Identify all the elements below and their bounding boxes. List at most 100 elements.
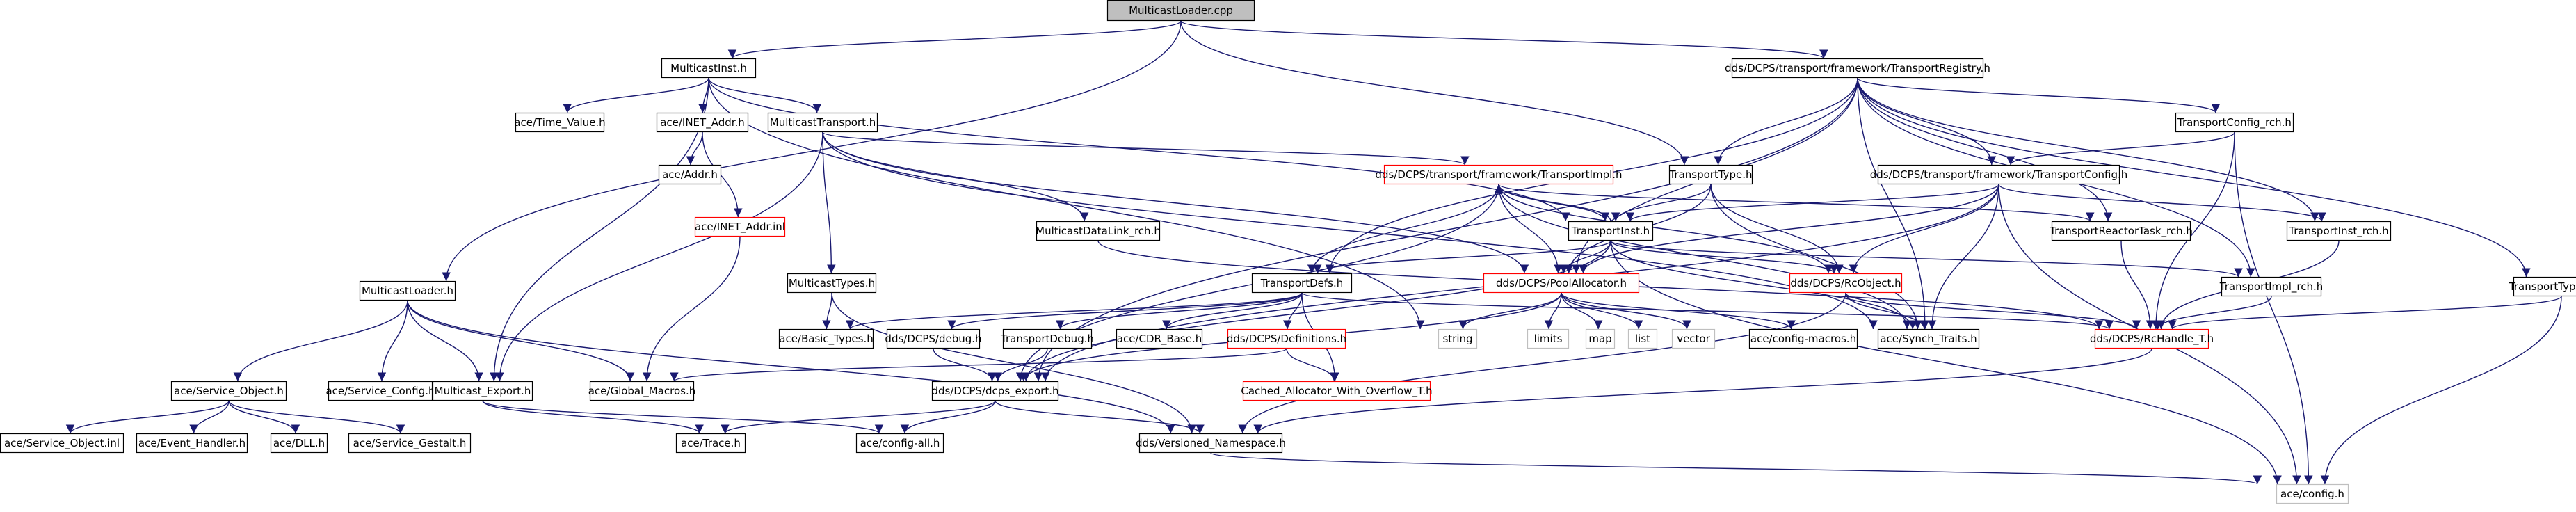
node-timev[interactable]: ace/Time_Value.h bbox=[514, 112, 606, 133]
edge-tinst-tdefs bbox=[1313, 240, 1611, 274]
edge-minst-timev bbox=[563, 77, 709, 113]
node-vector[interactable]: vector bbox=[1671, 328, 1716, 349]
node-synch[interactable]: ace/Synch_Traits.h bbox=[1877, 328, 1980, 349]
edge-mtransport-mexport bbox=[495, 131, 823, 382]
edge-minst-string bbox=[708, 77, 1425, 330]
node-limits[interactable]: limits bbox=[1527, 328, 1570, 349]
node-reactor[interactable]: TransportReactorTask_rch.h bbox=[2049, 221, 2193, 241]
node-map[interactable]: map bbox=[1585, 328, 1616, 349]
node-gestalt[interactable]: ace/Service_Gestalt.h bbox=[348, 433, 472, 454]
node-list[interactable]: list bbox=[1627, 328, 1658, 349]
node-pool[interactable]: dds/DCPS/PoolAllocator.h bbox=[1483, 273, 1640, 294]
node-box bbox=[2051, 221, 2191, 241]
node-svcobj[interactable]: ace/Service_Object.h bbox=[170, 381, 287, 401]
node-timplrch[interactable]: TransportImpl_rch.h bbox=[2219, 276, 2323, 297]
node-label: ace/INET_Addr.h bbox=[660, 116, 745, 129]
edge-defs-globalm bbox=[670, 348, 1287, 382]
node-cached[interactable]: Cached_Allocator_With_Overflow_T.h bbox=[1241, 381, 1433, 401]
node-acecfg[interactable]: ace/config.h bbox=[2276, 483, 2349, 504]
node-label: ace/Service_Gestalt.h bbox=[353, 437, 467, 450]
node-svcobjinl[interactable]: ace/Service_Object.inl bbox=[0, 433, 124, 454]
node-minst[interactable]: MulticastInst.h bbox=[661, 58, 757, 79]
node-dcpsexport[interactable]: dds/DCPS/dcps_export.h bbox=[931, 381, 1059, 401]
node-versioned[interactable]: dds/Versioned_Namespace.h bbox=[1136, 433, 1286, 454]
edge-rcobj-rchandle bbox=[1845, 292, 2141, 330]
node-dll[interactable]: ace/DLL.h bbox=[270, 433, 328, 454]
node-label: ace/config-macros.h bbox=[1750, 333, 1856, 345]
edge-timplrch-rchandle bbox=[2153, 296, 2272, 330]
edge-minst-tinst bbox=[708, 77, 1570, 222]
node-label: Cached_Allocator_With_Overflow_T.h bbox=[1241, 385, 1432, 398]
node-cfgmacros[interactable]: ace/config-macros.h bbox=[1748, 328, 1858, 349]
node-impl[interactable]: dds/DCPS/transport/framework/TransportIm… bbox=[1375, 164, 1623, 185]
node-ttype[interactable]: TransportType.h bbox=[1668, 164, 1753, 185]
node-debug[interactable]: dds/DCPS/debug.h bbox=[885, 328, 982, 349]
edge-impl-synch bbox=[1498, 184, 1912, 330]
node-mtransport[interactable]: MulticastTransport.h bbox=[767, 112, 878, 133]
node-label: string bbox=[1442, 333, 1472, 345]
edge-versioned-acecfg bbox=[1210, 452, 2262, 485]
node-cfgall[interactable]: ace/config-all.h bbox=[855, 433, 944, 454]
node-tdefs[interactable]: TransportDefs.h bbox=[1251, 273, 1353, 294]
node-trace[interactable]: ace/Trace.h bbox=[675, 433, 746, 454]
node-box bbox=[2276, 483, 2349, 504]
edge-mtransport-mtypes bbox=[822, 131, 836, 274]
node-box bbox=[1002, 328, 1093, 349]
node-tconfig[interactable]: dds/DCPS/transport/framework/TransportCo… bbox=[1870, 164, 2128, 185]
node-inetinl[interactable]: ace/INET_Addr.inl bbox=[694, 216, 786, 237]
node-box bbox=[136, 433, 248, 454]
node-rchandle[interactable]: dds/DCPS/RcHandle_T.h bbox=[2090, 328, 2214, 349]
node-mloader[interactable]: MulticastLoader.h bbox=[359, 280, 456, 301]
node-mdl[interactable]: MulticastDataLink_rch.h bbox=[1036, 221, 1161, 241]
node-label: dds/DCPS/RcHandle_T.h bbox=[2090, 333, 2214, 346]
edge-mtypes-basic bbox=[822, 292, 832, 330]
node-box bbox=[1527, 328, 1570, 349]
node-label: dds/DCPS/transport/framework/TransportCo… bbox=[1870, 168, 2128, 181]
node-evh[interactable]: ace/Event_Handler.h bbox=[136, 433, 248, 454]
node-box bbox=[2094, 328, 2209, 349]
node-mtypes[interactable]: MulticastTypes.h bbox=[787, 273, 877, 294]
node-tinst[interactable]: TransportInst.h bbox=[1568, 221, 1654, 241]
node-label: vector bbox=[1677, 333, 1710, 345]
node-label: TransportImpl_rch.h bbox=[2219, 280, 2323, 294]
node-label: MulticastTransport.h bbox=[770, 116, 876, 129]
edge-tconfig-synch bbox=[1927, 184, 1999, 330]
node-svccfg[interactable]: ace/Service_Config.h bbox=[325, 381, 435, 401]
node-box bbox=[359, 280, 456, 301]
node-box bbox=[1251, 273, 1353, 294]
edge-svcobj-dll bbox=[228, 400, 300, 434]
node-root[interactable]: MulticastLoader.cpp bbox=[1106, 0, 1255, 22]
edge-impl-tdefs bbox=[1307, 184, 1499, 274]
node-box bbox=[1438, 328, 1478, 349]
edge-tdefs-tdebug bbox=[1056, 292, 1303, 330]
node-rcobj[interactable]: dds/DCPS/RcObject.h bbox=[1789, 273, 1903, 294]
edge-defs-cached bbox=[1286, 348, 1339, 382]
edge-svcobj-evh bbox=[189, 400, 230, 434]
edge-pool-list bbox=[1561, 292, 1643, 330]
node-tconfigrch[interactable]: TransportConfig_rch.h bbox=[2175, 112, 2294, 133]
node-inetaddr[interactable]: ace/INET_Addr.h bbox=[656, 112, 749, 133]
node-addr[interactable]: ace/Addr.h bbox=[658, 164, 722, 185]
node-registry[interactable]: dds/DCPS/transport/framework/TransportRe… bbox=[1725, 58, 1990, 79]
edge-tinst-synch bbox=[1610, 240, 1917, 330]
node-basic[interactable]: ace/Basic_Types.h bbox=[778, 328, 874, 349]
edge-tdefs-basic bbox=[846, 292, 1303, 330]
node-box bbox=[2221, 276, 2322, 297]
node-ttyperch[interactable]: TransportType_rch.h bbox=[2509, 276, 2576, 297]
node-box bbox=[931, 381, 1059, 401]
node-label: ace/INET_Addr.inl bbox=[695, 221, 785, 234]
node-box bbox=[1036, 221, 1161, 241]
edge-impl-pool bbox=[1498, 184, 1563, 274]
node-cdr[interactable]: ace/CDR_Base.h bbox=[1116, 328, 1203, 349]
node-globalm[interactable]: ace/Global_Macros.h bbox=[588, 381, 696, 401]
node-mexport[interactable]: Multicast_Export.h bbox=[432, 381, 533, 401]
node-tinstrch[interactable]: TransportInst_rch.h bbox=[2286, 221, 2392, 241]
node-label: ace/DLL.h bbox=[273, 437, 325, 449]
node-tdebug[interactable]: TransportDebug.h bbox=[1000, 328, 1094, 349]
node-defs[interactable]: dds/DCPS/Definitions.h bbox=[1227, 328, 1346, 349]
node-box bbox=[348, 433, 472, 454]
node-string[interactable]: string bbox=[1438, 328, 1478, 349]
edge-impl-reactor bbox=[1498, 184, 2095, 222]
node-label: TransportConfig_rch.h bbox=[2177, 116, 2292, 129]
